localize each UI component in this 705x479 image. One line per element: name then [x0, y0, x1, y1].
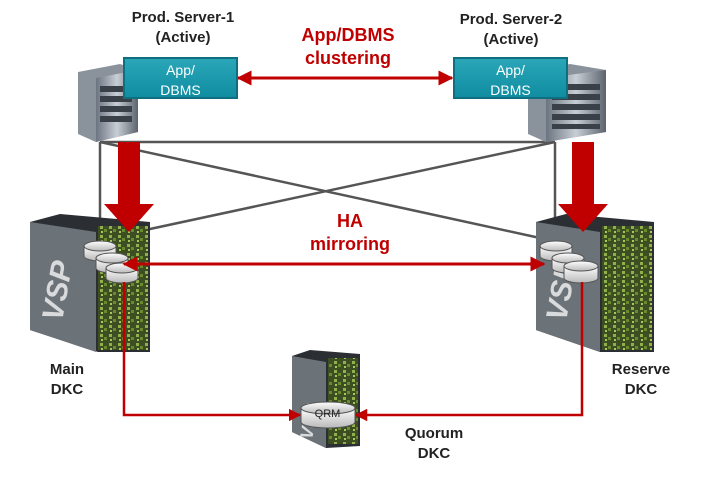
server-storage-links [98, 140, 557, 245]
server-1-label: Prod. Server-1 (Active) [118, 8, 248, 48]
quorum-dkc-line1: Quorum [404, 425, 464, 442]
server-1-app-label: App/ [166, 62, 195, 78]
main-dkc-line1: Main [49, 361, 85, 378]
server-2-title: Prod. Server-2 [459, 11, 563, 28]
qrm-disk-label: QRM [314, 408, 341, 420]
quorum-dkc-line2: DKC [417, 445, 451, 462]
reserve-dkc-storage-icon: VSP [536, 214, 654, 352]
server2-to-reserve-arrow [558, 142, 608, 232]
quorum-dkc-label: Quorum DKC [394, 424, 474, 464]
server-2-dbms-label: DBMS [490, 82, 531, 98]
reserve-to-quorum-link [354, 282, 584, 422]
server-2-label: Prod. Server-2 (Active) [446, 10, 576, 50]
quorum-dkc-storage-icon: VSP [292, 350, 360, 448]
qrm-disk-icon [300, 401, 356, 429]
main-to-quorum-link [122, 282, 302, 422]
clustering-label: App/DBMS clustering [278, 24, 418, 70]
mirroring-line1: HA [337, 211, 363, 231]
server-2-app-dbms-box: App/ DBMS [453, 57, 568, 99]
server-1-status: (Active) [155, 29, 211, 46]
mirroring-label: HA mirroring [290, 210, 410, 256]
server-1-dbms-label: DBMS [160, 82, 201, 98]
main-dkc-line2: DKC [50, 381, 84, 398]
server1-to-main-arrow [104, 142, 154, 232]
reserve-disk-stack-icon [539, 240, 599, 284]
main-dkc-storage-icon: VSP [30, 214, 150, 352]
server-1-title: Prod. Server-1 [131, 9, 235, 26]
reserve-dkc-label: Reserve DKC [596, 360, 686, 400]
clustering-line1: App/DBMS [301, 25, 395, 45]
server-2-status: (Active) [483, 31, 539, 48]
mirroring-line2: mirroring [309, 234, 390, 254]
server-2-app-label: App/ [496, 62, 525, 78]
server-1-app-dbms-box: App/ DBMS [123, 57, 238, 99]
clustering-line2: clustering [304, 48, 392, 68]
reserve-dkc-line2: DKC [624, 381, 658, 398]
reserve-dkc-line1: Reserve [611, 361, 671, 378]
main-dkc-label: Main DKC [32, 360, 102, 400]
